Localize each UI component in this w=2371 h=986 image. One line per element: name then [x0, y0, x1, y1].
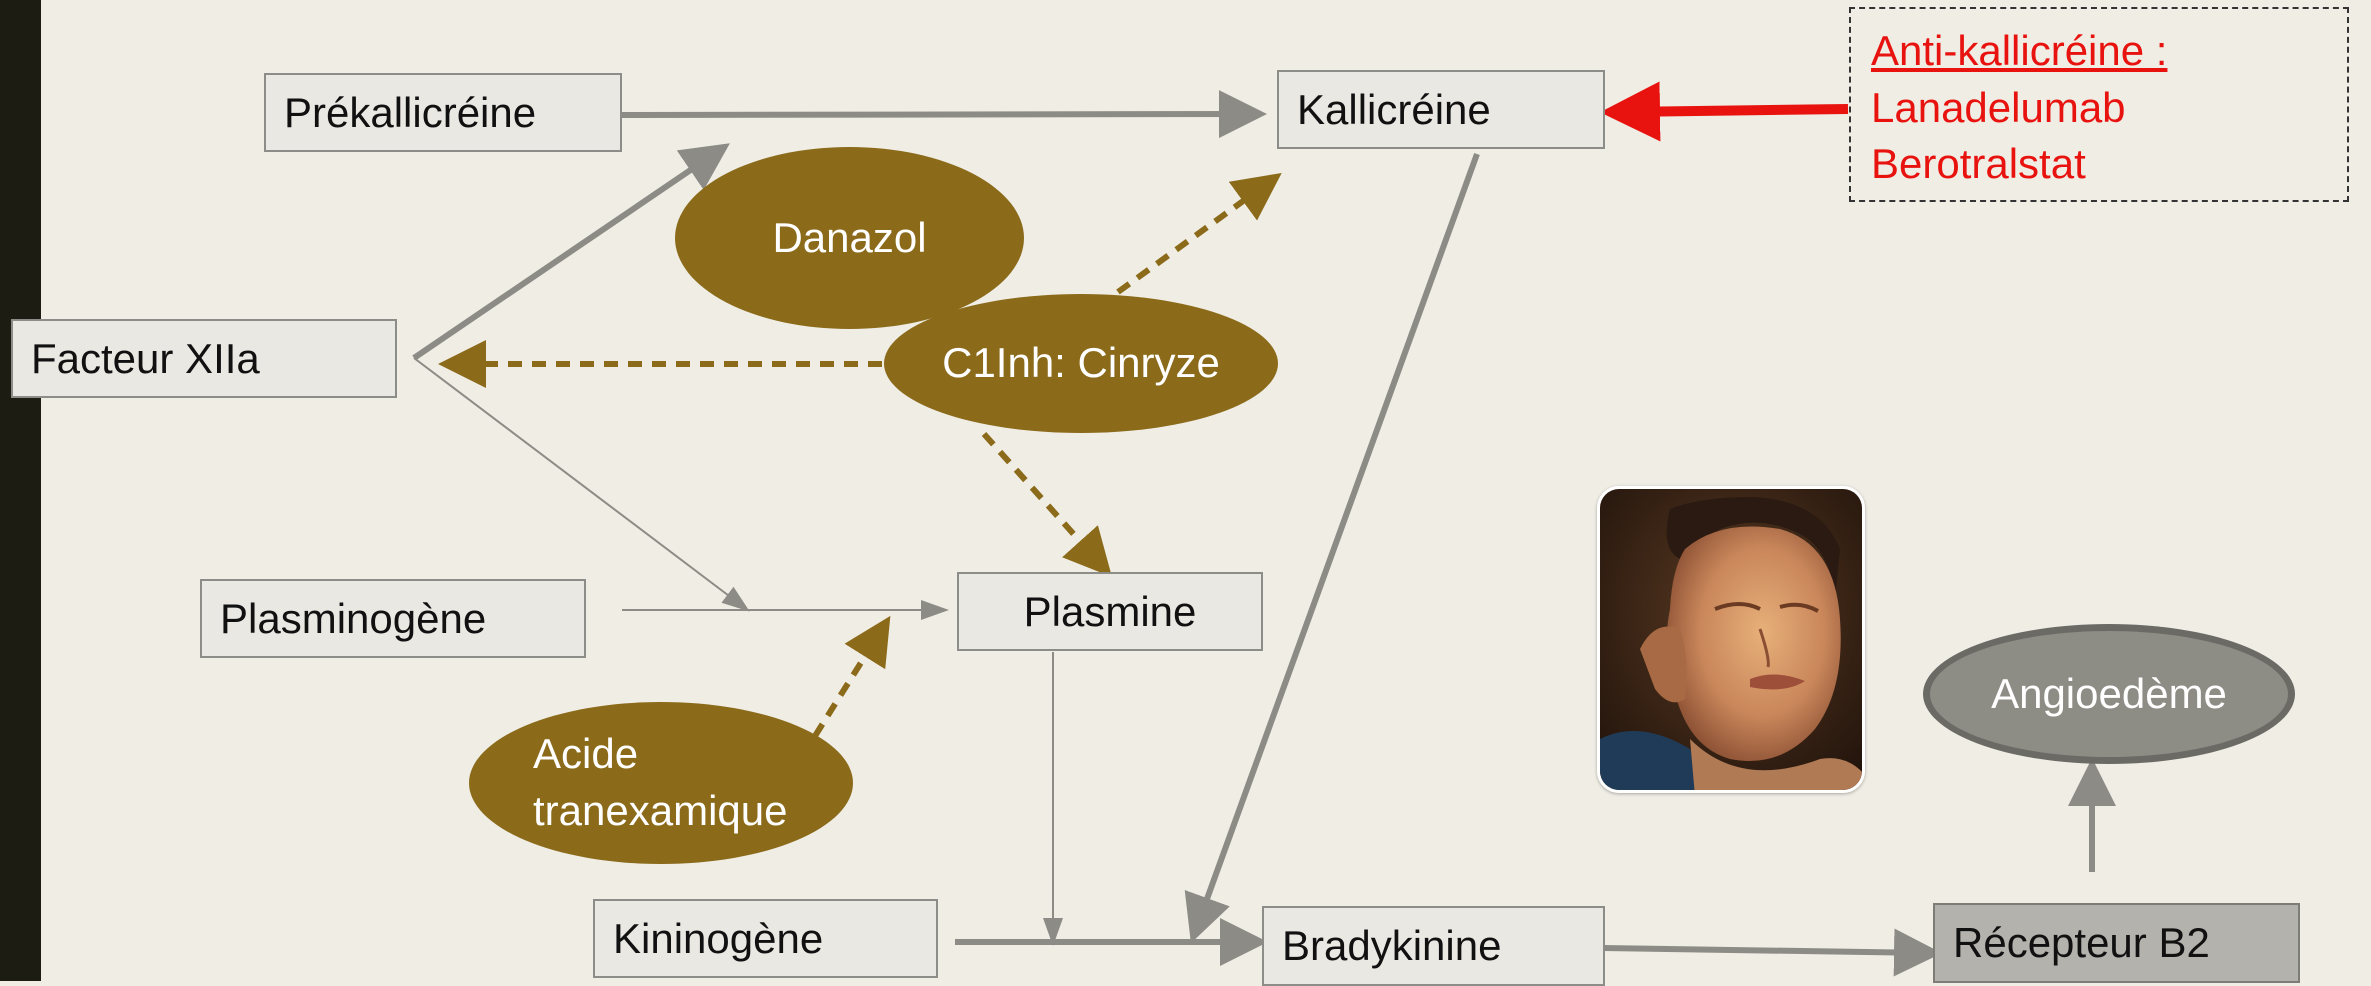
drug-label-line1: Acide [533, 730, 639, 778]
inhibit-c1inh-kallicreine [1116, 172, 1282, 295]
drug-label: Acide tranexamique [533, 726, 787, 839]
node-plasminogene: Plasminogène [200, 579, 586, 658]
inhibit-c1inh-plasmine [981, 431, 1113, 577]
node-plasmine: Plasmine [957, 572, 1263, 651]
drug-acide-tranexamique: Acide tranexamique [469, 702, 853, 864]
outcome-angioedeme: Angioedème [1923, 624, 2295, 764]
node-label: Bradykinine [1282, 922, 1502, 969]
node-prekallicreine: Prékallicréine [264, 73, 622, 152]
node-label: Kininogène [613, 914, 824, 962]
anti-kallicreine-box: Anti-kallicréine : Lanadelumab Berotrals… [1849, 7, 2349, 202]
anti-kallicreine-drug: Berotralstat [1871, 140, 2086, 188]
node-label: Prékallicréine [284, 88, 537, 136]
drug-label-line2: tranexamique [533, 787, 788, 834]
drug-c1inh-cinryze: C1Inh: Cinryze [884, 294, 1278, 433]
arrow-facteur-prekallicreine [412, 143, 730, 361]
node-label: Facteur XIIa [31, 334, 260, 382]
node-facteur-xiia: Facteur XIIa [11, 319, 397, 398]
node-label: Plasmine [1023, 587, 1197, 635]
angioedema-portrait-image [1597, 486, 1865, 793]
drug-label: C1Inh: Cinryze [942, 339, 1220, 387]
portrait-illustration [1600, 489, 1862, 790]
anti-kallicreine-drug: Lanadelumab [1871, 83, 2126, 131]
drug-danazol: Danazol [675, 147, 1024, 329]
slide-edge-bar [0, 0, 41, 981]
node-label: Plasminogène [220, 594, 487, 642]
node-label: Kallicréine [1297, 85, 1491, 133]
node-recepteur-b2: Récepteur B2 [1933, 903, 2300, 983]
inhibit-antikallicreine-kallicreine [1600, 81, 1849, 142]
node-label: Récepteur B2 [1953, 919, 2210, 966]
drug-label: Danazol [772, 213, 927, 261]
inhibit-acide-plasmine [812, 615, 891, 738]
arrow-facteur-plasminogene [413, 357, 750, 612]
node-kininogene: Kininogène [593, 899, 938, 978]
arrow-bradykinine-recepteur [1602, 928, 1942, 977]
arrow-kallicreine-bradykinine [1184, 152, 1480, 944]
arrow-prekallicreine-kallicreine [621, 90, 1267, 139]
node-kallicreine: Kallicréine [1277, 70, 1605, 149]
outcome-label: Angioedème [1991, 669, 2227, 717]
anti-kallicreine-title: Anti-kallicréine : [1871, 27, 2168, 74]
node-bradykinine: Bradykinine [1262, 906, 1605, 986]
